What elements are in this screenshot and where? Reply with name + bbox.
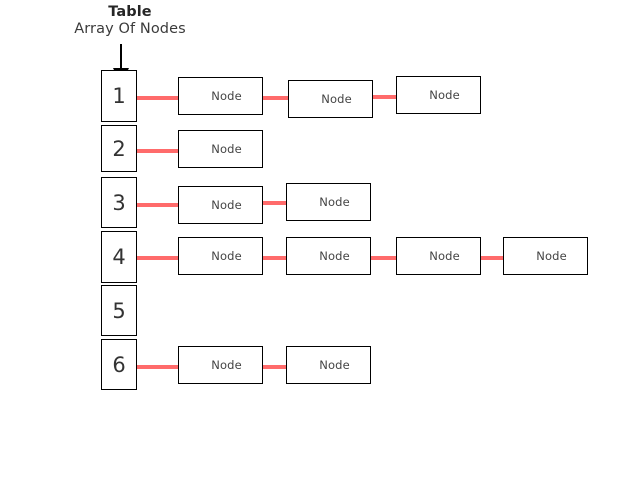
link-line: [137, 256, 195, 260]
node-box-3-2[interactable]: Node: [286, 183, 371, 221]
table-cell-index: 1: [112, 84, 126, 108]
node-box-3-1[interactable]: Node: [178, 186, 263, 224]
node-box-6-2[interactable]: Node: [286, 346, 371, 384]
node-label: Node: [319, 195, 350, 209]
link-line: [137, 365, 195, 369]
node-label: Node: [211, 358, 242, 372]
link-line: [137, 149, 195, 153]
node-box-6-1[interactable]: Node: [178, 346, 263, 384]
table-cell-4[interactable]: 4: [101, 231, 137, 283]
node-box-4-2[interactable]: Node: [286, 237, 371, 275]
diagram-title: Table: [108, 4, 152, 20]
table-cell-index: 3: [112, 190, 126, 215]
table-cell-6[interactable]: 6: [101, 339, 137, 390]
node-label: Node: [319, 358, 350, 372]
link-line: [137, 203, 195, 207]
node-box-4-4[interactable]: Node: [503, 237, 588, 275]
link-line: [371, 256, 413, 260]
link-line: [263, 365, 303, 369]
node-label: Node: [211, 198, 242, 212]
diagram-subtitle: Array Of Nodes: [74, 21, 186, 38]
link-line: [373, 95, 413, 99]
node-label: Node: [211, 89, 242, 103]
table-cell-index: 5: [112, 298, 126, 323]
node-box-2-1[interactable]: Node: [178, 130, 263, 168]
link-line: [263, 256, 303, 260]
diagram-title-block: Table Array Of Nodes: [55, 4, 205, 38]
table-cell-2[interactable]: 2: [101, 125, 137, 172]
link-line: [137, 96, 195, 100]
node-label: Node: [211, 142, 242, 156]
table-cell-3[interactable]: 3: [101, 177, 137, 228]
node-box-1-2[interactable]: Node: [288, 80, 373, 118]
table-cell-index: 4: [112, 245, 126, 269]
table-cell-index: 6: [112, 352, 126, 377]
table-cell-1[interactable]: 1: [101, 70, 137, 122]
link-line: [263, 201, 303, 205]
node-label: Node: [536, 249, 567, 263]
node-box-4-3[interactable]: Node: [396, 237, 481, 275]
node-box-4-1[interactable]: Node: [178, 237, 263, 275]
node-box-1-3[interactable]: Node: [396, 76, 481, 114]
node-box-1-1[interactable]: Node: [178, 77, 263, 115]
node-label: Node: [321, 92, 352, 106]
node-label: Node: [429, 88, 460, 102]
node-label: Node: [429, 249, 460, 263]
table-cell-5[interactable]: 5: [101, 285, 137, 336]
node-label: Node: [319, 249, 350, 263]
arrow-shaft: [120, 44, 122, 70]
link-line: [263, 96, 305, 100]
link-line: [479, 256, 520, 260]
node-label: Node: [211, 249, 242, 263]
table-cell-index: 2: [112, 136, 126, 161]
